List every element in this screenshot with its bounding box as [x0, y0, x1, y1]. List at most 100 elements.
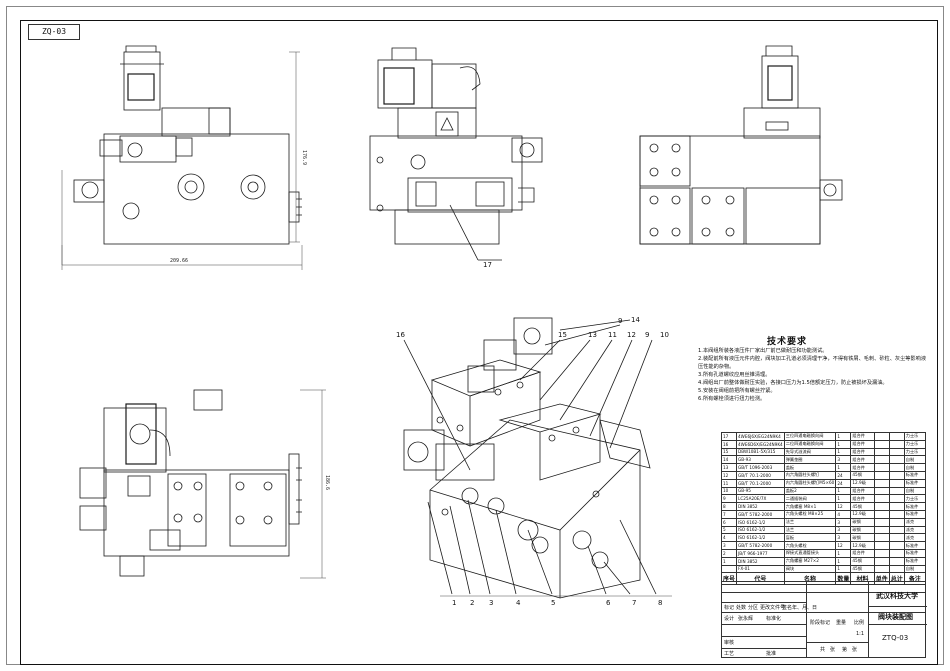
bom-cell: 16 [720, 439, 738, 449]
bom-cell: 标准件 [903, 509, 927, 519]
bom-cell: 自制 [903, 486, 927, 496]
bom-cell [873, 463, 890, 472]
bom-cell [873, 447, 890, 457]
bom-cell: 弹簧垫圈 [783, 455, 837, 465]
tb-designer: 张永辉 [738, 616, 754, 622]
bom-cell: 组合件 [850, 463, 875, 472]
callout-2: 2 [470, 599, 474, 607]
bom-cell [888, 470, 905, 480]
callout-13: 13 [588, 331, 597, 339]
tech-requirements-title: 技术要求 [767, 337, 808, 347]
bom-cell: 12 [835, 502, 852, 511]
bom-cell: 法兰 [783, 517, 837, 527]
bom-cell: GB-95 [736, 486, 785, 496]
tb-sign: 签名 [782, 605, 793, 611]
callout-4: 4 [516, 599, 521, 607]
tb-standardize: 标准化 [766, 616, 782, 622]
drawing-frame [20, 20, 938, 665]
bom-cell: 4 [835, 509, 852, 519]
bom-cell: 组合件 [850, 486, 875, 496]
bom-cell: 1 [835, 494, 852, 504]
bom-cell [888, 525, 905, 535]
bom-cell: 六角头螺栓 [783, 541, 837, 550]
bom-cell [873, 486, 890, 496]
tech-item: 5.安装在阀组前把所有螺丝拧紧。 [698, 388, 776, 394]
callout-15: 15 [558, 331, 567, 339]
tb-change-doc: 更改文件号 [760, 605, 786, 611]
bom-cell: FX-01 [736, 564, 785, 574]
bom-header-cell: 序号 [720, 572, 738, 586]
drawing-number-tag: ZQ-03 [28, 24, 80, 40]
bom-cell: ISO 6162-1/2 [736, 525, 785, 535]
bom-cell [873, 564, 890, 574]
tb-process: 工艺 [724, 651, 735, 657]
bom-cell: 盖板2 [783, 486, 837, 496]
bom-cell: 9 [720, 494, 738, 504]
bom-cell: 1 [835, 439, 852, 449]
tb-sheet-2: 张 [852, 647, 858, 653]
bom-cell [873, 517, 890, 527]
callout-9: 9 [645, 331, 649, 339]
bom-cell: JB/T 966-1977 [736, 548, 785, 558]
bom-cell: 派克 [903, 533, 927, 543]
tech-requirements-list: 1.本阀组所装各液压件厂家出厂前已做耐压和功能测试。 2.装配前所有液压元件内腔… [698, 347, 928, 403]
tb-weight: 重量 [836, 620, 847, 626]
bom-cell: 标准件 [903, 478, 927, 488]
bom-cell: DBW10B1-5X/315 [736, 447, 785, 457]
bom-cell: LC25A20E/7X [736, 494, 785, 504]
bom-cell: 1 [835, 463, 852, 472]
bom-cell: 45钢 [850, 470, 875, 480]
bom-cell: 17 [720, 432, 738, 441]
bom-cell: 盲板 [783, 533, 837, 543]
tb-sheet-no: 第 [842, 647, 848, 653]
bom-cell: 组合件 [850, 494, 875, 504]
bom-cell [873, 439, 890, 449]
tb-review: 审核 [724, 640, 735, 646]
tb-date: 年、月、日 [792, 605, 818, 611]
bom-cell: 力士乐 [903, 494, 927, 504]
callout-12: 12 [627, 331, 636, 339]
callout-5: 5 [551, 599, 555, 607]
bom-cell: GB-93 [736, 455, 785, 465]
isometric-callouts: 1 2 3 4 5 6 7 8 9 14 16 15 13 11 12 9 10 [396, 316, 669, 607]
callout-3: 3 [489, 599, 493, 607]
bom-cell: 7 [720, 509, 738, 519]
bom-cell [888, 556, 905, 566]
bom-cell: 标准件 [903, 470, 927, 480]
bom-cell: 组合件 [850, 439, 875, 449]
bom-cell: 二通插装阀 [783, 494, 837, 504]
bom-header-row: 序号代号名称数量材料单件总计备注 [720, 572, 927, 586]
bom-cell: 碳钢 [850, 533, 875, 543]
bom-cell: GB/T 5782-2000 [736, 509, 785, 519]
tb-ratio: 比例 [854, 620, 865, 626]
bom-cell: 先导式溢流阀 [783, 447, 837, 457]
bom-cell [888, 548, 905, 558]
callout-11: 11 [608, 331, 617, 339]
bom-cell [888, 517, 905, 527]
tb-design: 设计 [724, 616, 735, 622]
tb-drawing-name: 阀块装配图 [878, 613, 913, 621]
bom-cell: 组合件 [850, 548, 875, 558]
tb-zone: 分区 [748, 605, 759, 611]
bom-cell: 12 [720, 470, 738, 480]
bom-cell [720, 564, 738, 574]
bom-cell: 12.9级 [850, 478, 875, 488]
bom-cell [873, 455, 890, 465]
bom-cell: 13 [720, 463, 738, 472]
bom-cell: 二位四通电磁换向阀 [783, 439, 837, 449]
bom-cell: 3 [835, 455, 852, 465]
bom-cell: 碳钢 [850, 525, 875, 535]
callout-17: 17 [483, 261, 492, 269]
bom-cell [888, 432, 905, 441]
bom-cell [873, 494, 890, 504]
bom-cell: 3 [835, 533, 852, 543]
bom-cell [888, 564, 905, 574]
tb-drawing-code: ZTQ-03 [882, 634, 909, 642]
bom-cell: 内六角圆柱头螺钉 [783, 470, 837, 480]
